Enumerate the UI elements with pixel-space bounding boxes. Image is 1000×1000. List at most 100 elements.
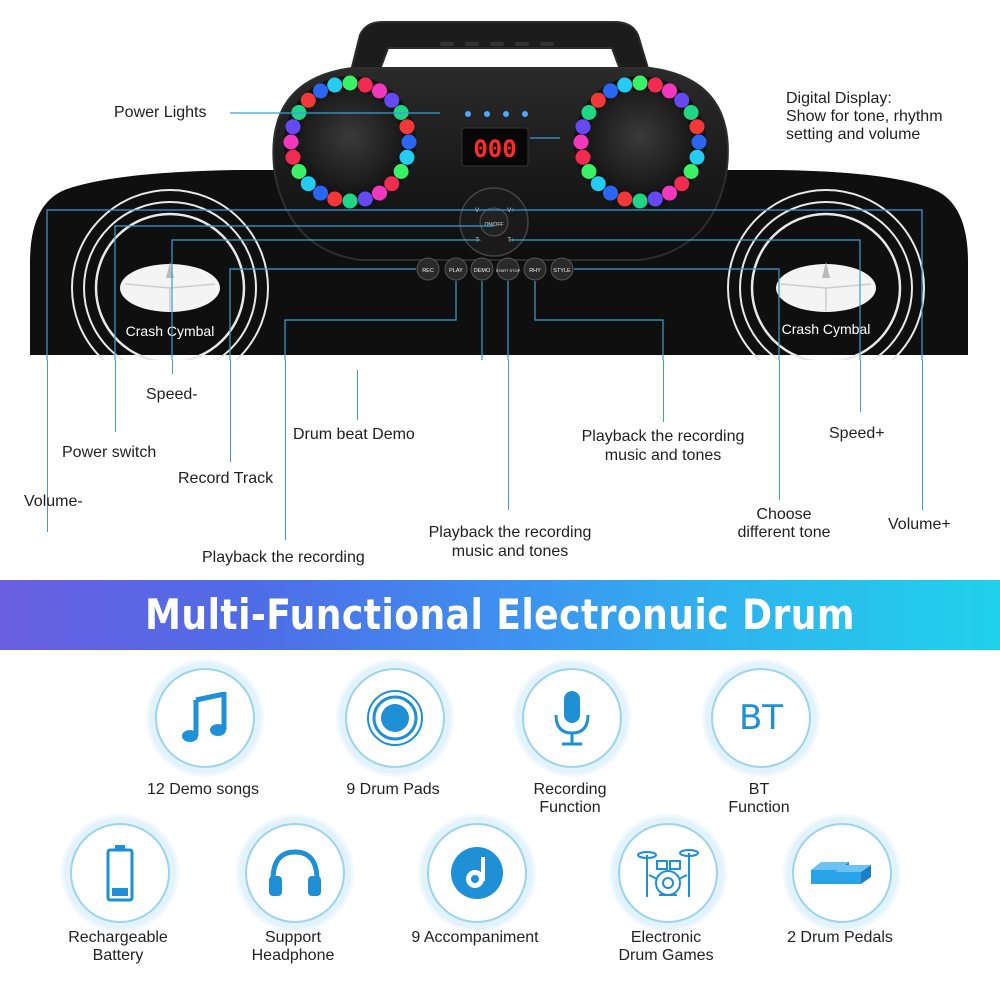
choose-tone-label-2: different tone — [737, 524, 831, 541]
callout-line-power-switch — [115, 360, 117, 432]
drum-beat-demo-label: Drum beat Demo — [293, 426, 415, 443]
led-light — [300, 176, 316, 192]
feature-caption-2: Headphone — [251, 947, 335, 964]
microphone-icon — [554, 691, 590, 746]
drum-device-illustration: 000 ON/OFF V- V+ T- T+ REC PLAY DEMO STA… — [30, 21, 968, 360]
digital-display-desc-1: Show for tone, rhythm — [786, 108, 943, 125]
led-light — [603, 83, 618, 99]
svg-text:RHY: RHY — [529, 268, 541, 274]
volume-plus-label: Volume+ — [888, 516, 951, 533]
feature-caption-2: Function — [539, 799, 601, 816]
playback-center-label-2: music and tones — [451, 543, 569, 560]
feature-headphone: Support Headphone — [203, 823, 383, 973]
svg-text:START STOP: START STOP — [496, 268, 521, 273]
callout-line-record-track — [230, 360, 232, 462]
playback-center-label-1: Playback the recording — [428, 524, 592, 541]
feature-icon-circle — [522, 668, 622, 768]
power-lights-label: Power Lights — [114, 104, 207, 121]
svg-text:PLAY: PLAY — [449, 268, 463, 274]
led-light — [617, 191, 633, 207]
digital-display-desc-2: setting and volume — [786, 126, 921, 143]
power-switch-label: Power switch — [62, 444, 157, 461]
left-cymbal-label: Crash Cymbal — [126, 323, 215, 339]
led-light — [689, 149, 705, 165]
rec-button: REC — [416, 257, 440, 281]
feature-caption: 2 Drum Pedals — [787, 929, 893, 946]
led-light — [662, 185, 677, 201]
led-light — [674, 92, 690, 108]
svg-text:DEMO: DEMO — [474, 268, 491, 274]
bt-icon: BT — [738, 698, 784, 738]
feature-caption-1: Rechargeable — [68, 929, 168, 946]
led-light — [399, 149, 415, 165]
led-light — [384, 176, 400, 192]
led-light — [647, 191, 663, 207]
callout-lines — [46, 112, 923, 360]
feature-caption-1: BT — [748, 781, 770, 798]
title-banner: Multi-Functional Electronuic Drum — [0, 580, 1000, 650]
control-knob: ON/OFF V- V+ T- T+ — [459, 187, 529, 257]
callout-line-volume-minus — [47, 360, 49, 532]
led-light — [357, 77, 373, 93]
style-button: STYLE — [550, 257, 574, 281]
led-light — [683, 105, 699, 120]
led-light — [581, 105, 597, 120]
power-lights — [465, 111, 528, 117]
feature-icon-circle — [345, 668, 445, 768]
feature-caption-2: Drum Games — [618, 947, 714, 964]
led-light — [285, 149, 301, 165]
feature-icon-circle — [70, 823, 170, 923]
drum-pedals-icon — [811, 862, 871, 884]
led-light — [632, 75, 648, 91]
playback-recording-label: Playback the recording — [202, 549, 365, 566]
led-light — [590, 92, 606, 108]
led-light — [372, 185, 387, 201]
feature-caption-2: Battery — [92, 947, 144, 964]
left-speaker — [283, 75, 417, 209]
led-light — [384, 92, 400, 108]
right-cymbal-label: Crash Cymbal — [782, 321, 871, 337]
led-light — [590, 176, 606, 192]
callout-line-playback-left — [285, 360, 287, 540]
feature-caption-1: Recording — [533, 781, 607, 798]
playback-right-label-2: music and tones — [604, 447, 722, 464]
feature-icon-circle — [618, 823, 718, 923]
feature-icon-circle — [792, 823, 892, 923]
feature-caption: 9 Accompaniment — [411, 929, 539, 946]
battery-icon — [106, 845, 134, 902]
start-stop-button: START STOP — [496, 257, 521, 281]
feature-demo-songs: 12 Demo songs — [113, 668, 293, 818]
feature-icon-circle — [427, 823, 527, 923]
right-drum-pad — [727, 189, 925, 360]
led-light — [674, 176, 690, 192]
callout-line-speed-plus — [860, 360, 862, 412]
svg-text:STYLE: STYLE — [553, 268, 571, 274]
feature-icon-circle — [245, 823, 345, 923]
led-light — [342, 193, 358, 209]
led-light — [617, 77, 633, 93]
play-button: PLAY — [444, 257, 468, 281]
drum-pad-icon — [367, 690, 423, 746]
drum-kit-icon — [637, 849, 699, 897]
speed-minus-label: Speed- — [146, 386, 198, 403]
led-light — [401, 134, 417, 150]
callout-line-drum-demo — [357, 370, 359, 420]
display-value: 000 — [473, 135, 516, 163]
led-light — [342, 75, 358, 91]
feature-drum-pads: 9 Drum Pads — [303, 668, 483, 818]
digital-display-label: Digital Display: — [786, 90, 892, 107]
callout-line-volume-plus — [922, 360, 924, 510]
volume-minus-label: Volume- — [24, 493, 83, 510]
led-light — [689, 119, 705, 135]
left-drum-pad — [71, 189, 269, 360]
led-light — [313, 185, 328, 201]
playback-right-label-1: Playback the recording — [581, 428, 745, 445]
led-light — [393, 164, 409, 179]
led-light — [683, 164, 699, 179]
feature-drum-games: Electronic Drum Games — [576, 823, 756, 973]
svg-text:REC: REC — [422, 268, 434, 274]
feature-caption: 9 Drum Pads — [346, 781, 440, 798]
led-light — [372, 83, 387, 99]
led-light — [285, 119, 301, 135]
led-light — [581, 164, 597, 179]
